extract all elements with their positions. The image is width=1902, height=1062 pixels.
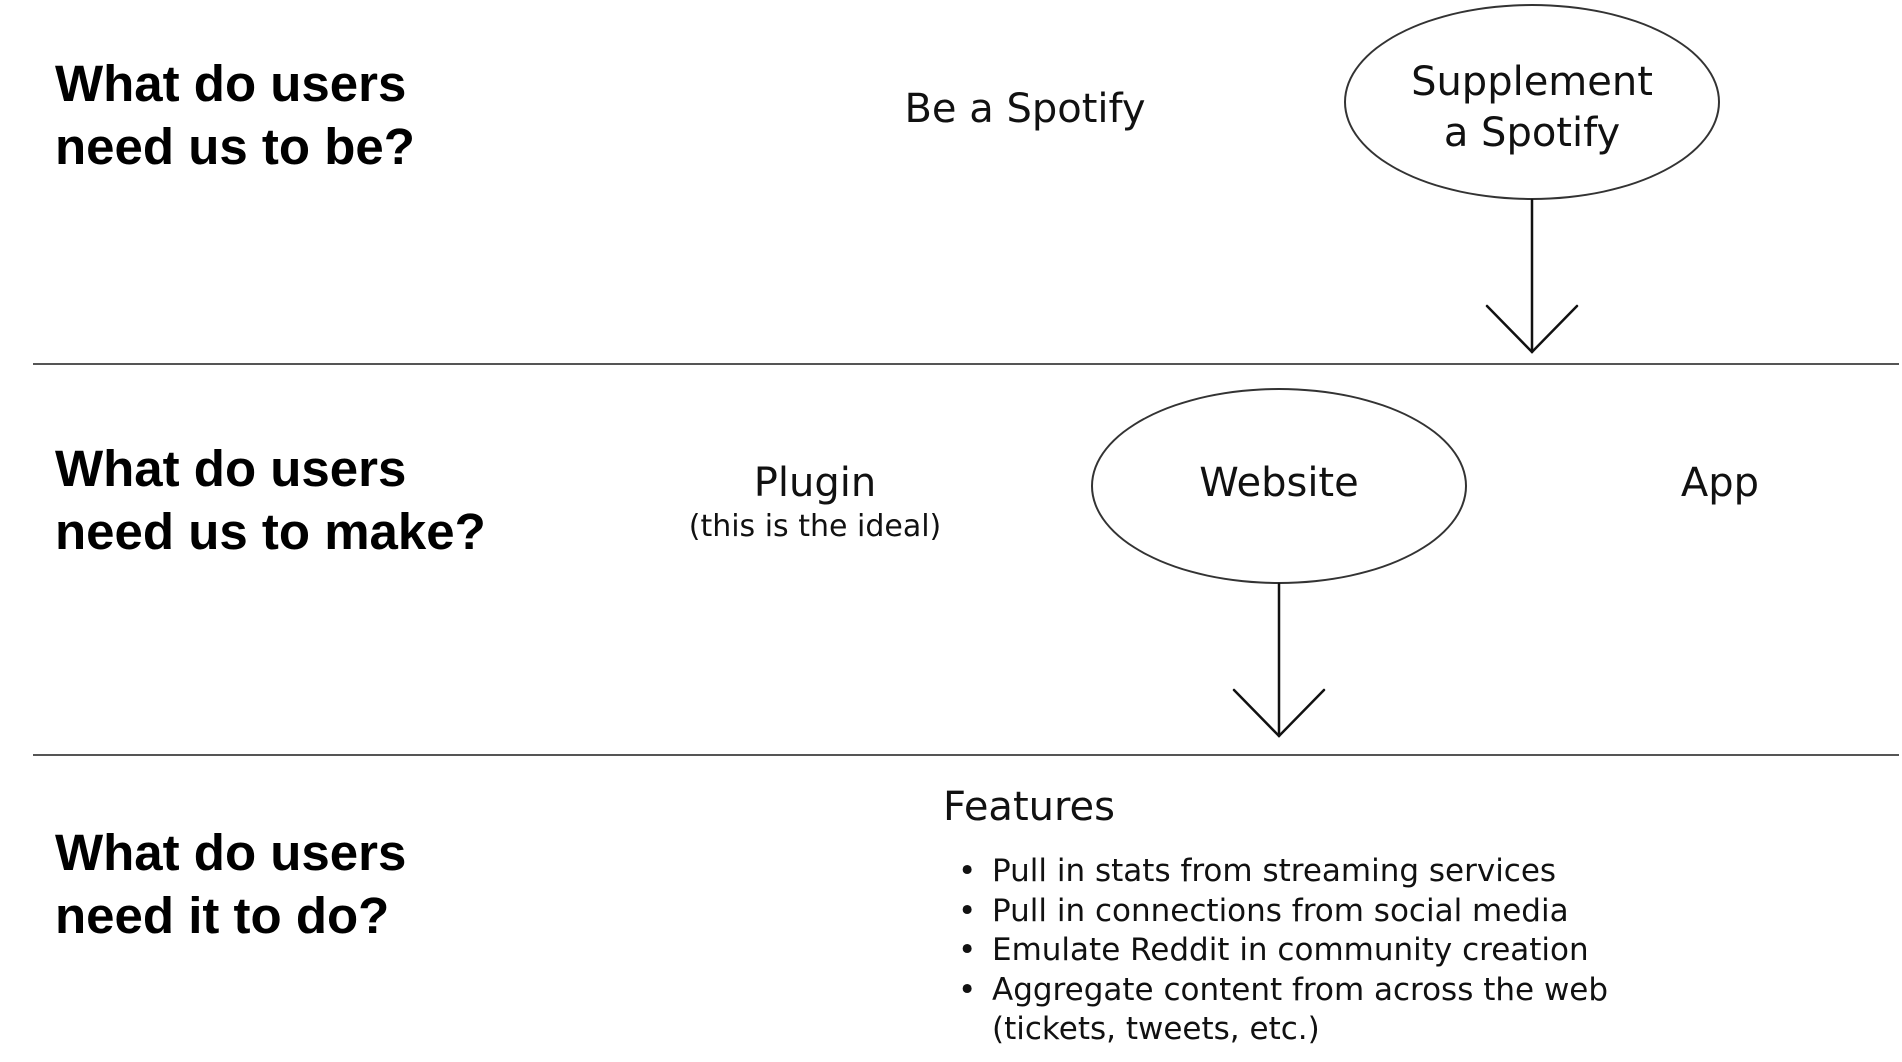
arrow-website-to-features <box>1232 582 1326 738</box>
option-be-a-spotify: Be a Spotify <box>904 86 1146 132</box>
features-list: • Pull in stats from streaming services … <box>958 852 1608 1050</box>
bullet-icon: • <box>958 892 977 929</box>
option-app: App <box>1680 460 1760 506</box>
question-make-line-2: need us to make? <box>55 503 486 560</box>
question-make-line-1: What do users <box>55 440 407 497</box>
question-be-line-2: need us to be? <box>55 118 415 175</box>
option-supplement-line-1: Supplement <box>1411 59 1653 105</box>
option-plugin-note: (this is the ideal) <box>688 509 942 544</box>
option-plugin: Plugin <box>753 460 877 506</box>
row-divider-2 <box>33 754 1899 756</box>
feature-item: • Pull in connections from social media <box>958 892 1608 932</box>
question-do: What do users need it to do? <box>55 821 406 947</box>
bullet-icon: • <box>958 853 977 889</box>
bullet-icon: • <box>958 932 977 968</box>
feature-text: Aggregate content from across the web <box>992 971 1609 1008</box>
arrow-supplement-to-website <box>1485 198 1579 354</box>
features-title: Features <box>943 784 1115 830</box>
feature-text-continued: (tickets, tweets, etc.) <box>992 1011 1320 1047</box>
question-do-line-1: What do users <box>55 824 407 881</box>
feature-item: • Aggregate content from across the web … <box>958 971 1608 1050</box>
option-supplement-line-2: a Spotify <box>1443 110 1621 156</box>
feature-text: Pull in connections from social media <box>992 892 1569 929</box>
question-be-line-1: What do users <box>55 55 407 112</box>
feature-text: Emulate Reddit in community creation <box>992 932 1589 968</box>
question-be: What do users need us to be? <box>55 52 415 178</box>
question-make: What do users need us to make? <box>55 437 486 563</box>
feature-item: • Emulate Reddit in community creation <box>958 931 1608 971</box>
option-website: Website <box>1199 460 1359 506</box>
feature-text: Pull in stats from streaming services <box>992 853 1557 889</box>
row-divider-1 <box>33 363 1899 365</box>
bullet-icon: • <box>958 971 977 1008</box>
feature-item: • Pull in stats from streaming services <box>958 852 1608 892</box>
question-do-line-2: need it to do? <box>55 887 390 944</box>
